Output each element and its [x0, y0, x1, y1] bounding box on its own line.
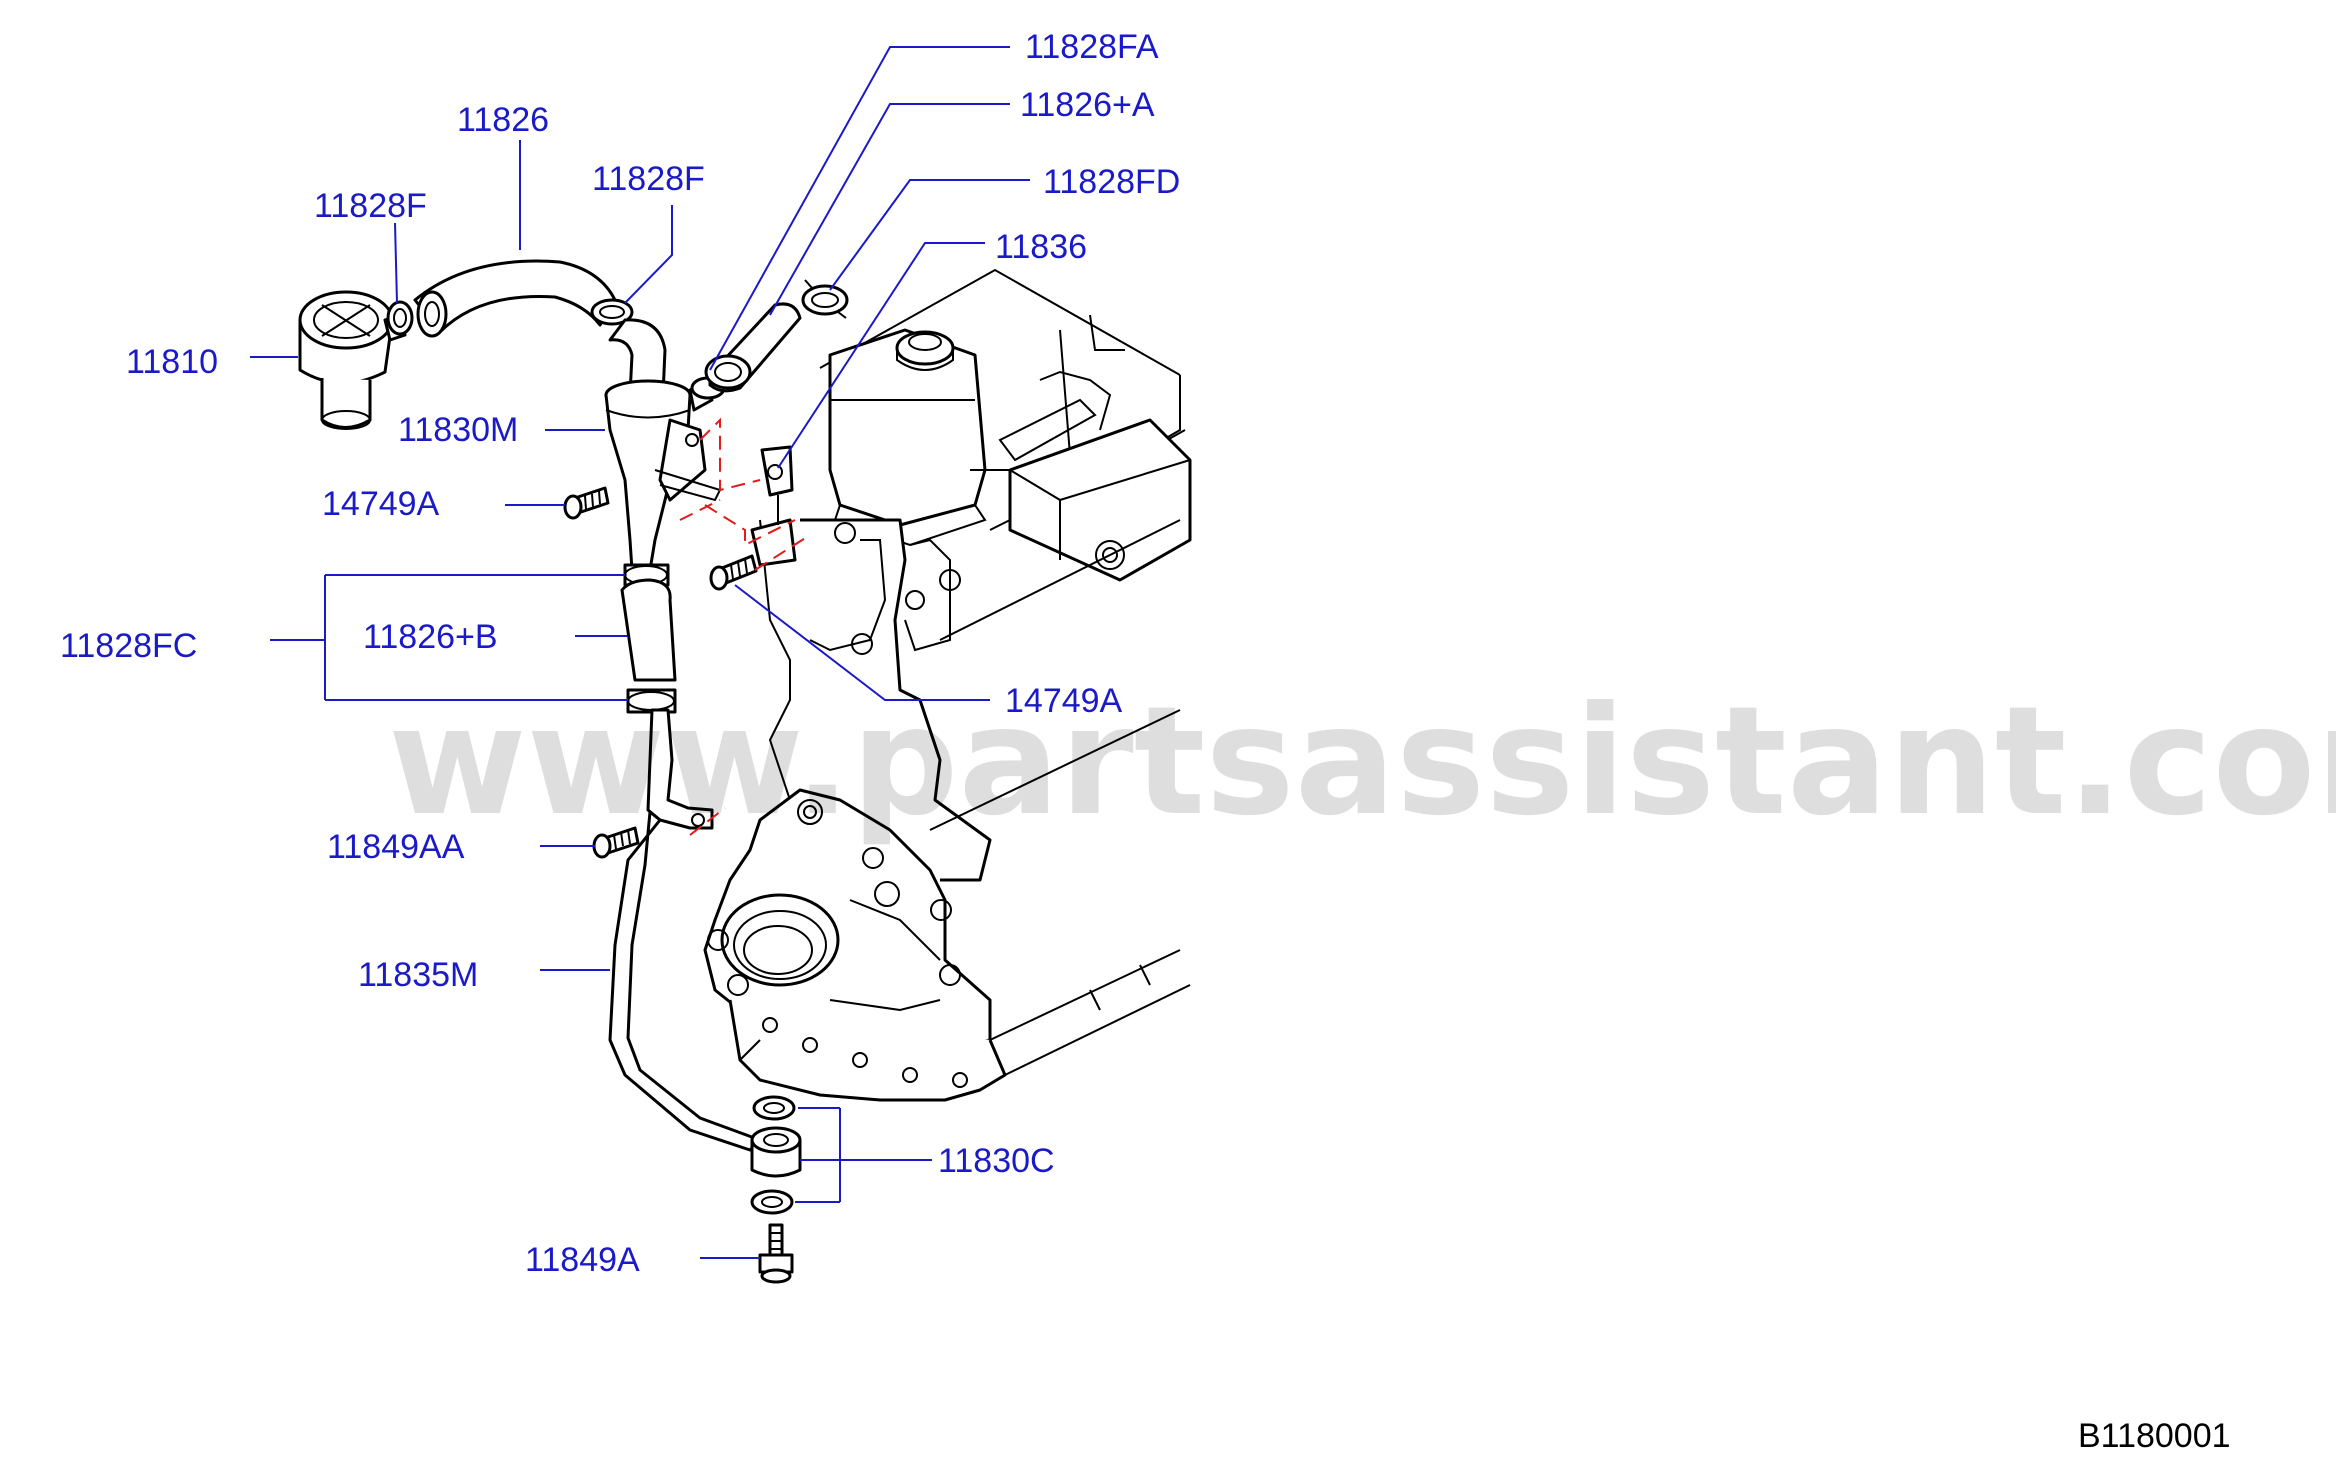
callout-11826B: 11826+B — [363, 618, 498, 656]
callout-11828F-left: 11828F — [314, 187, 427, 225]
callout-11826A: 11826+A — [1020, 86, 1155, 124]
hose-11826 — [413, 259, 617, 338]
clamp-11828F-right — [590, 298, 634, 326]
callout-11836: 11836 — [995, 228, 1087, 266]
callout-11849AA: 11849AA — [327, 828, 465, 866]
bracket-11836 — [750, 445, 797, 567]
callout-labels: 11828FA 11826 11826+A 11828F 11828F 1182… — [60, 28, 1180, 1279]
callout-11830M: 11830M — [398, 411, 518, 449]
watermark: www.partsassistant.com — [388, 675, 2336, 849]
clamp-11828FD — [801, 279, 849, 319]
callout-11828FA: 11828FA — [1025, 28, 1159, 66]
callout-11830C: 11830C — [938, 1142, 1055, 1180]
clamp-11828F-left — [386, 300, 414, 336]
callout-11810: 11810 — [126, 343, 218, 381]
callout-11828FC: 11828FC — [60, 627, 197, 665]
callout-11835M: 11835M — [358, 956, 478, 994]
bolt-14749A-right — [709, 554, 758, 591]
callout-11849A: 11849A — [525, 1241, 640, 1279]
callout-14749A-right: 14749A — [1005, 682, 1123, 720]
bolt-14749A-left — [563, 486, 610, 520]
callout-14749A-left: 14749A — [322, 485, 440, 523]
mounting-lines — [679, 417, 811, 836]
diagram-code: B1180001 — [2078, 1417, 2231, 1455]
breather-parts — [298, 259, 849, 1284]
bolt-11849AA — [592, 826, 640, 859]
banjo-washers-11830C — [750, 1095, 802, 1215]
leader-lines — [250, 46, 1030, 1259]
callout-11828FD: 11828FD — [1043, 163, 1180, 201]
oil-separator-11830M — [604, 318, 722, 572]
callout-11826: 11826 — [457, 101, 549, 139]
banjo-bolt-11849A — [758, 1223, 794, 1284]
callout-11828F-right: 11828F — [592, 160, 705, 198]
hose-11826A — [690, 302, 802, 400]
